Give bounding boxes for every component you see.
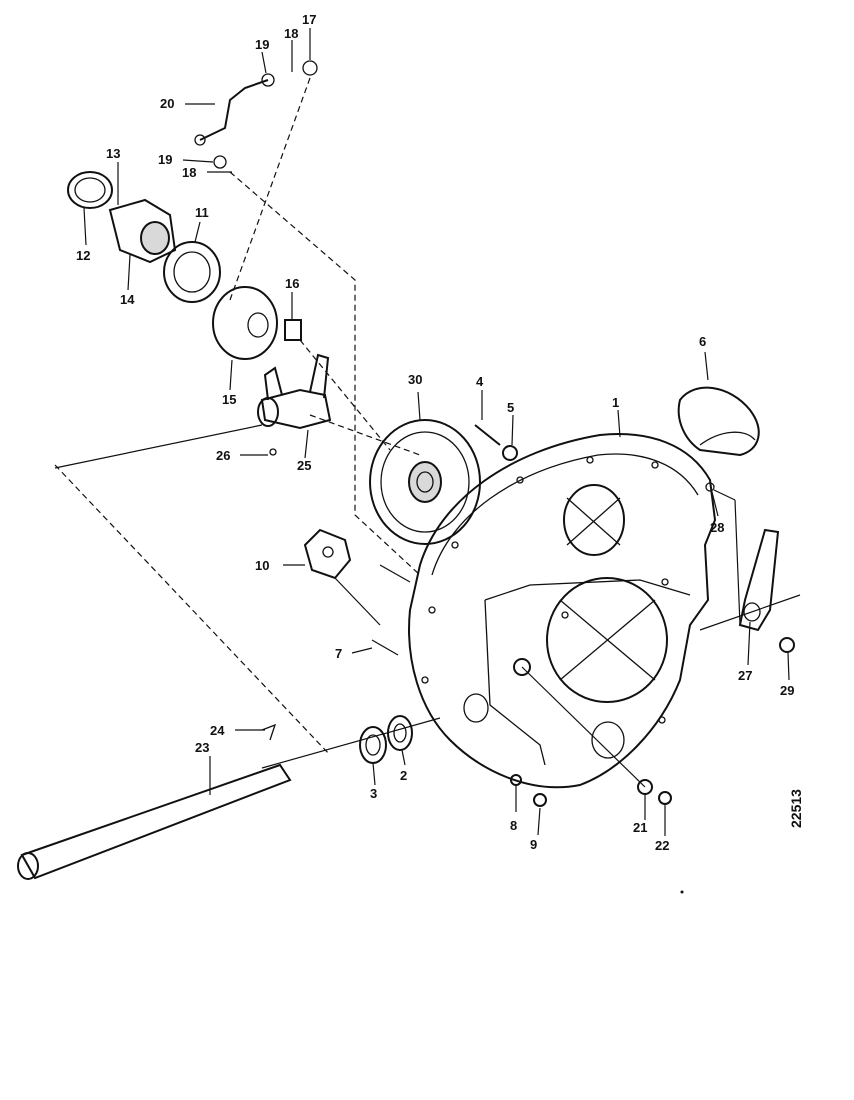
assembly-guide-lines: [54, 77, 421, 756]
callout-27: 27: [738, 668, 752, 683]
callout-4: 4: [476, 374, 484, 389]
bearing-hub-assembly: [67, 171, 302, 360]
callout-7: 7: [335, 646, 342, 661]
drawing-reference-number: 22513: [788, 789, 804, 828]
callout-labels: 1 2 3 4 5 6 7 8 9 10 11 12 13 14 15 16 1…: [76, 12, 794, 853]
cover-plate: [369, 419, 481, 545]
callout-10: 10: [255, 558, 269, 573]
callout-3: 3: [370, 786, 377, 801]
callout-18-top: 18: [284, 26, 298, 41]
callout-25: 25: [297, 458, 311, 473]
callout-18-lower: 18: [182, 165, 196, 180]
callout-22: 22: [655, 838, 669, 853]
callout-16: 16: [285, 276, 299, 291]
callout-9: 9: [530, 837, 537, 852]
callout-24: 24: [210, 723, 225, 738]
callout-23: 23: [195, 740, 209, 755]
cover-cap: [677, 386, 760, 457]
callout-15: 15: [222, 392, 236, 407]
main-housing: [408, 433, 717, 789]
mounting-bracket: [303, 528, 381, 626]
lever-arm: [738, 528, 795, 653]
callout-29: 29: [780, 683, 794, 698]
callout-12: 12: [76, 248, 90, 263]
small-hardware: [261, 424, 741, 807]
callout-2: 2: [400, 768, 407, 783]
callout-11: 11: [195, 205, 209, 220]
callout-13: 13: [106, 146, 120, 161]
callout-5: 5: [507, 400, 514, 415]
callout-6: 6: [699, 334, 706, 349]
speck-mark: [680, 890, 684, 894]
callout-leaders: [83, 28, 790, 836]
callout-28: 28: [710, 520, 724, 535]
release-fork: [257, 353, 332, 430]
callout-20: 20: [160, 96, 174, 111]
callout-26: 26: [216, 448, 230, 463]
shaft: [17, 763, 292, 880]
shaft-bearings: [359, 715, 413, 764]
callout-19-top: 19: [255, 37, 269, 52]
callout-30: 30: [408, 372, 422, 387]
hose-line: [194, 60, 318, 169]
callout-21: 21: [633, 820, 647, 835]
callout-17: 17: [302, 12, 316, 27]
callout-19-lower: 19: [158, 152, 172, 167]
callout-1: 1: [612, 395, 619, 410]
callout-8: 8: [510, 818, 517, 833]
callout-14: 14: [120, 292, 135, 307]
